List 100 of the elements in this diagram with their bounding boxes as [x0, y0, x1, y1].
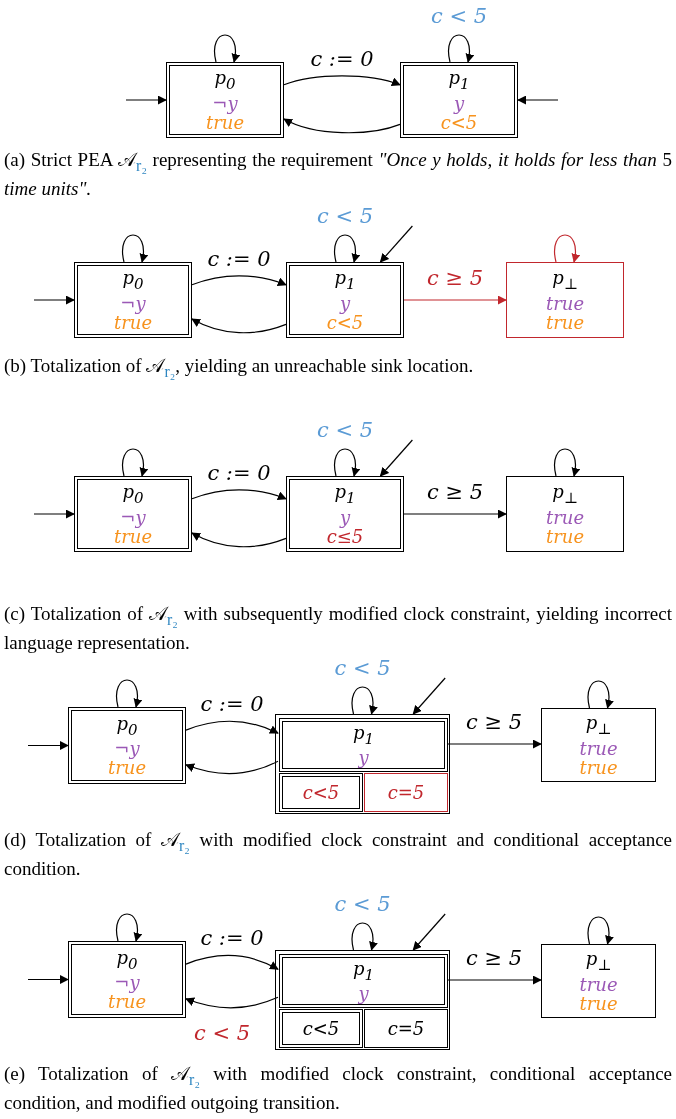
accepting-location-box [279, 1009, 363, 1048]
state-predicate: true [545, 293, 585, 313]
arrow [191, 318, 287, 334]
clock-constraint: c=5 [387, 783, 425, 802]
state-predicate: ¬y [114, 739, 140, 759]
state-predicate: y [339, 293, 351, 313]
state-predicate: true [579, 738, 618, 758]
state-predicate: true [579, 974, 618, 994]
arrow [185, 955, 279, 970]
clock-invariant: true [107, 758, 147, 778]
initial-arrow [412, 913, 446, 951]
location-box [506, 476, 624, 552]
initial-arrow [412, 677, 446, 715]
state-predicate: ¬y [120, 293, 146, 313]
figure-caption: (a) Strict PEA 𝒜$_{r₂}$ representing the requirement "Once y holds, it holds for less than 5 time units". [4, 148, 672, 200]
location-name: p$_{0}$ [122, 268, 144, 294]
arrow [446, 975, 542, 985]
location-name: p$_{⊥}$ [552, 268, 578, 294]
state-predicate: y [339, 507, 351, 527]
state-predicate: y [358, 748, 369, 768]
initial-arrow [379, 225, 413, 263]
self-loop-arrow [448, 34, 474, 63]
accepting-location-box [74, 476, 192, 552]
initial-arrow [517, 95, 559, 105]
location-name: p$_{0}$ [122, 482, 144, 508]
self-loop-arrow [122, 234, 148, 263]
arrow [191, 532, 287, 548]
state-predicate: y [453, 93, 465, 113]
arrow [191, 489, 287, 501]
initial-arrow [27, 975, 69, 984]
location-name: p$_{1}$ [352, 958, 375, 985]
initial-arrow [33, 295, 75, 305]
accepting-location-box [286, 476, 404, 552]
accepting-location-box [279, 718, 448, 772]
arrow [446, 739, 542, 749]
self-loop-arrow [334, 448, 360, 477]
arrow [185, 996, 279, 1009]
accepting-location-box [279, 773, 363, 812]
location-name: p$_{0}$ [214, 68, 236, 94]
location-name: p$_{0}$ [116, 713, 138, 740]
self-loop-arrow [587, 680, 614, 709]
accepting-location-box [68, 707, 186, 784]
self-loop-arrow [351, 922, 378, 951]
self-loop-arrow [554, 234, 580, 263]
location-frame [275, 950, 450, 1050]
figure-caption: (c) Totalization of 𝒜$_{r₂}$ with subsequently modified clock constraint, yielding incorrect language representation. [4, 602, 672, 654]
location-name: p$_{⊥}$ [585, 949, 612, 975]
clock-invariant: true [545, 526, 585, 546]
initial-arrow [27, 741, 69, 750]
self-loop-arrow [334, 234, 360, 263]
clock-invariant: true [545, 312, 585, 332]
arrow [185, 720, 279, 734]
self-loop-arrow [351, 686, 378, 715]
self-loop-arrow [214, 34, 240, 63]
clock-constraint: c=5 [387, 1019, 425, 1038]
location-name: p$_{1}$ [448, 68, 470, 94]
clock-invariant: true [107, 992, 147, 1012]
location-box [364, 1009, 448, 1048]
accepting-location-box [74, 262, 192, 338]
location-name: p$_{1}$ [334, 482, 356, 508]
accepting-location-box [279, 954, 448, 1008]
accepting-location-box [166, 62, 284, 138]
state-predicate: true [545, 507, 585, 527]
initial-arrow [125, 95, 167, 105]
location-box [541, 944, 656, 1018]
arrow [185, 760, 279, 774]
figure-caption: (d) Totalization of 𝒜$_{r₂}$ with modified clock constraint and conditional acceptance condition. [4, 828, 672, 880]
state-predicate: ¬y [120, 507, 146, 527]
accepting-location-box [400, 62, 518, 138]
figure-caption: (e) Totalization of 𝒜$_{r₂}$ with modified clock constraint, conditional acceptance condition, and modified outgoing transition. [4, 1062, 672, 1114]
arrow [403, 295, 507, 305]
arrow [403, 509, 507, 519]
arrow [191, 275, 287, 287]
self-loop-arrow [587, 916, 614, 945]
location-name: p$_{0}$ [116, 947, 138, 974]
location-frame [275, 714, 450, 814]
state-predicate: ¬y [114, 973, 140, 993]
initial-arrow [379, 439, 413, 477]
clock-constraint: c<5 [302, 1019, 340, 1038]
state-predicate: y [358, 984, 369, 1004]
location-name: p$_{⊥}$ [552, 482, 578, 508]
self-loop-arrow [554, 448, 580, 477]
location-box [364, 773, 448, 812]
self-loop-arrow [116, 679, 142, 708]
clock-invariant: true [579, 993, 618, 1013]
accepting-location-box [68, 941, 186, 1018]
self-loop-arrow [122, 448, 148, 477]
location-box [506, 262, 624, 338]
clock-constraint: c<5 [302, 783, 340, 802]
self-loop-arrow [116, 913, 142, 942]
accepting-location-box [286, 262, 404, 338]
clock-invariant: true [579, 757, 618, 777]
location-name: p$_{1}$ [352, 722, 375, 749]
location-name: p$_{⊥}$ [585, 713, 612, 739]
figure-caption: (b) Totalization of 𝒜$_{r₂}$, yielding an unreachable sink location. [4, 354, 475, 382]
arrow [283, 75, 401, 87]
state-predicate: ¬y [212, 93, 238, 113]
arrow [283, 118, 401, 134]
initial-arrow [33, 509, 75, 519]
location-box [541, 708, 656, 782]
